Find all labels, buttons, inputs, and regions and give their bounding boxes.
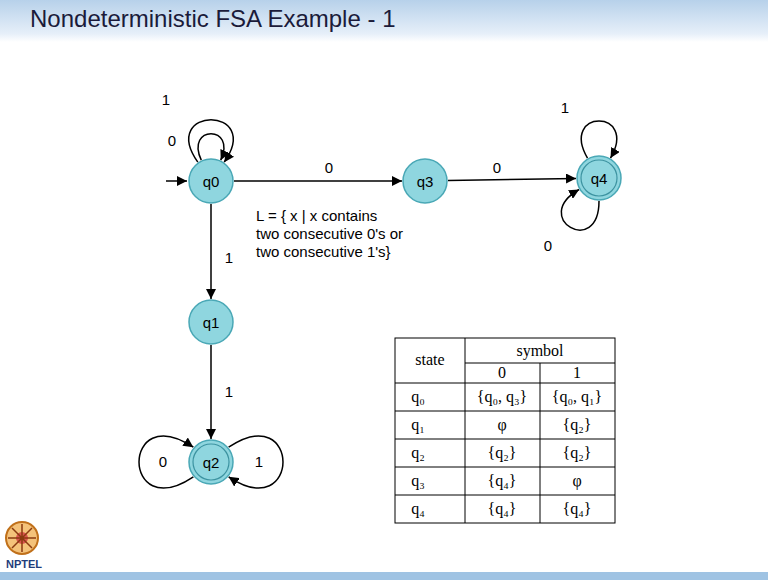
state-fill (189, 159, 233, 203)
table-cell: φ (497, 416, 506, 434)
table-cell: {q₄} (563, 500, 592, 518)
transition-arrow (234, 180, 402, 182)
table-rule (465, 363, 615, 364)
state-name: q3 (417, 173, 434, 190)
table-header: state (415, 351, 444, 369)
transition-arrow (189, 120, 233, 162)
table-cell: {q₀, q₁} (552, 388, 603, 406)
language-definition: L = { x | x contains two consecutive 0's… (256, 207, 404, 261)
table-header: 0 (498, 364, 506, 382)
transition-arrow (139, 436, 193, 488)
transition-arrow (581, 121, 616, 158)
state-cell: q₂ (411, 444, 425, 462)
table-cell: {q₀, q₃} (477, 388, 528, 406)
nptel-logo (6, 522, 38, 554)
state-name: q1 (203, 314, 220, 331)
accepting-state: q4 (576, 155, 622, 201)
start-arrow (166, 180, 187, 182)
table-cell: {q₄} (488, 500, 517, 518)
state-circle: q1 (188, 299, 234, 345)
state-cell: q₃ (411, 472, 425, 490)
transition-symbol: 1 (253, 454, 265, 470)
table-header: 1 (573, 364, 581, 382)
logo-circle (6, 522, 38, 554)
table-cell: φ (572, 472, 581, 490)
transition-symbol: 0 (157, 454, 169, 470)
state-fill (189, 300, 233, 344)
state-circle: q0 (188, 158, 234, 204)
state-fill (577, 156, 621, 200)
transition-arrow (229, 436, 283, 488)
table-rule (540, 363, 541, 523)
table-rule (395, 439, 615, 440)
transition-symbol: 1 (160, 92, 172, 108)
transition-symbol: 1 (223, 384, 235, 400)
transition-symbol: 1 (559, 100, 571, 116)
table-cell: {q₄} (488, 472, 517, 490)
accepting-ring (193, 444, 229, 480)
table-rule (395, 467, 615, 468)
table-cell: {q₂} (563, 444, 592, 462)
state-cell: q₄ (411, 500, 425, 518)
accepting-ring (581, 160, 617, 196)
state-cell: q₁ (411, 416, 425, 434)
state-name: q4 (591, 170, 608, 187)
transition-arrow (198, 134, 224, 161)
state-name: q0 (203, 173, 220, 190)
transition-symbol: 0 (542, 238, 554, 254)
slide-title: Nondeterministic FSA Example - 1 (30, 5, 395, 33)
table-cell: {q₂} (563, 416, 592, 434)
table-grid (395, 338, 615, 523)
transition-symbol: 0 (491, 160, 503, 176)
transition-symbol: 0 (323, 160, 335, 176)
state-circle: q3 (402, 158, 448, 204)
state-cell: q₀ (411, 388, 425, 406)
transition-arrow (448, 178, 576, 180)
table-cell: {q₂} (488, 444, 517, 462)
table-border (395, 338, 615, 523)
table-rule (395, 383, 615, 384)
table-header: symbol (516, 342, 563, 360)
state-fill (189, 440, 233, 484)
state-fill (403, 159, 447, 203)
table-rule (395, 495, 615, 496)
logo-spokes (8, 524, 36, 552)
logo-text: NPTEL (6, 558, 42, 570)
state-name: q2 (203, 454, 220, 471)
transition-arrow (210, 204, 212, 299)
transition-symbol: 1 (223, 250, 235, 266)
transition-symbol: 0 (166, 133, 178, 149)
accepting-state: q2 (188, 439, 234, 485)
table-rule (395, 411, 615, 412)
transition-arrow (210, 345, 212, 439)
bottom-band (0, 572, 768, 580)
